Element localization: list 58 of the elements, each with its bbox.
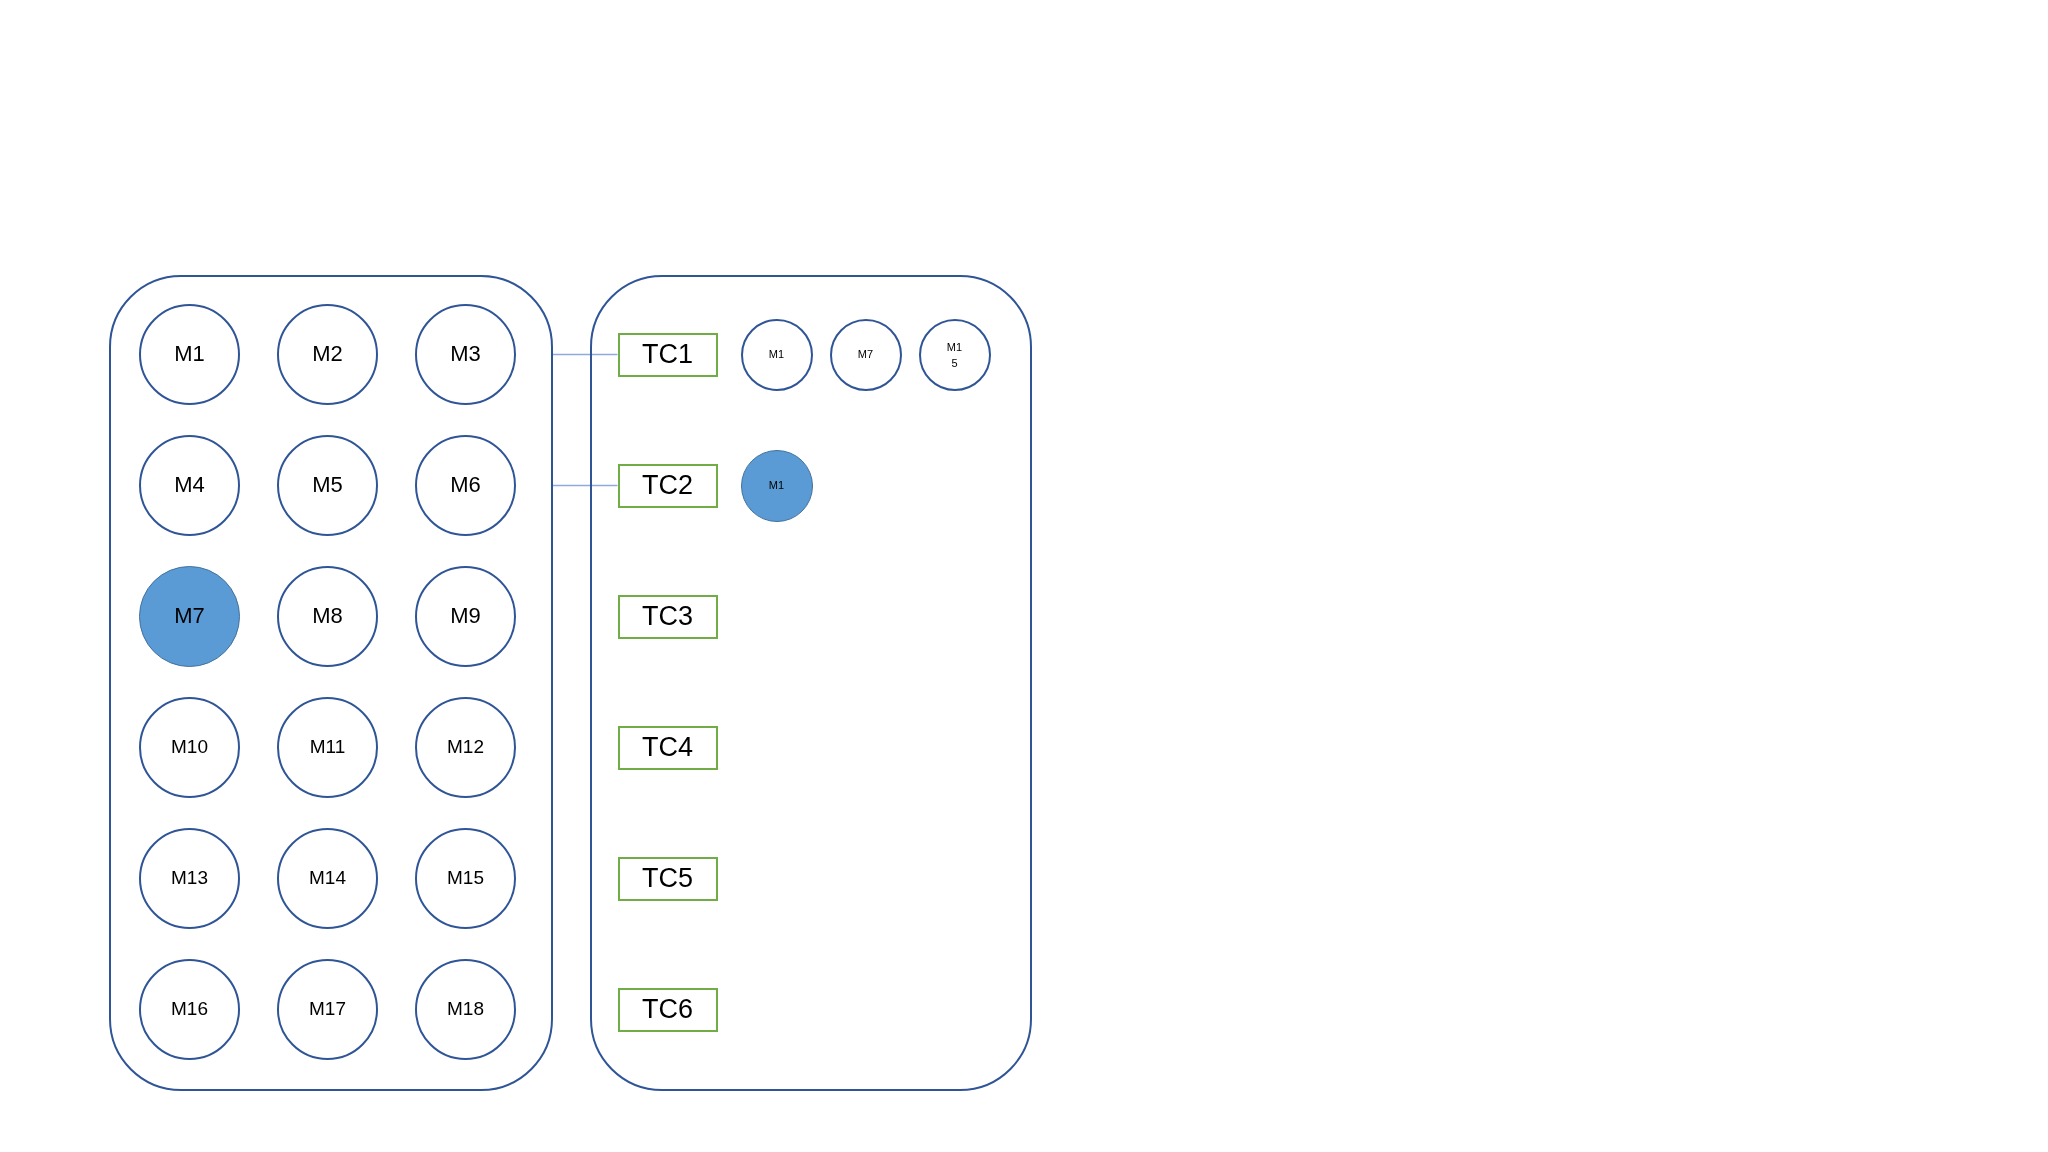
rect-node bbox=[617, 594, 718, 639]
circle-node bbox=[139, 697, 240, 798]
connector-line bbox=[552, 484, 619, 487]
node-label: M10 bbox=[171, 736, 208, 759]
connector-line bbox=[552, 353, 619, 356]
node-label: M16 bbox=[171, 998, 208, 1021]
circle-node bbox=[277, 697, 378, 798]
node-label: M1 bbox=[174, 341, 205, 368]
rect-node bbox=[617, 856, 718, 901]
circle-node bbox=[415, 304, 516, 405]
node-label: M12 bbox=[447, 736, 484, 759]
circle-node bbox=[139, 828, 240, 929]
node-label: M14 bbox=[309, 867, 346, 890]
rect-node bbox=[617, 725, 718, 770]
rect-node bbox=[617, 463, 718, 508]
circle-node bbox=[415, 435, 516, 536]
node-label: M1 bbox=[768, 347, 785, 362]
node-label: M7 bbox=[174, 603, 205, 630]
node-label: M9 bbox=[450, 603, 481, 630]
circle-node bbox=[277, 435, 378, 536]
circle-node bbox=[415, 697, 516, 798]
circle-node bbox=[415, 566, 516, 667]
node-label: TC2 bbox=[642, 469, 693, 502]
node-label: M5 bbox=[312, 472, 343, 499]
node-label: M15 bbox=[447, 867, 484, 890]
node-label: M7 bbox=[857, 347, 874, 362]
node-label: M15 bbox=[945, 339, 964, 371]
node-label: TC4 bbox=[642, 731, 693, 764]
node-label: M4 bbox=[174, 472, 205, 499]
node-label: M2 bbox=[312, 341, 343, 368]
rect-node bbox=[617, 987, 718, 1032]
node-label: M8 bbox=[312, 603, 343, 630]
circle-node bbox=[139, 959, 240, 1060]
circle-node bbox=[415, 959, 516, 1060]
node-label: M13 bbox=[171, 867, 208, 890]
node-label: M1 bbox=[768, 478, 785, 493]
circle-node bbox=[829, 318, 902, 391]
node-label: TC6 bbox=[642, 993, 693, 1026]
rounded-panel bbox=[590, 275, 1032, 1091]
node-label: TC3 bbox=[642, 600, 693, 633]
node-label: M6 bbox=[450, 472, 481, 499]
node-label: M18 bbox=[447, 998, 484, 1021]
node-label: TC5 bbox=[642, 862, 693, 895]
node-label: M3 bbox=[450, 341, 481, 368]
rect-node bbox=[617, 332, 718, 377]
circle-node bbox=[740, 318, 813, 391]
circle-node bbox=[918, 318, 991, 391]
circle-node bbox=[277, 959, 378, 1060]
node-label: M11 bbox=[309, 736, 346, 759]
node-label: TC1 bbox=[642, 338, 693, 371]
node-label: M17 bbox=[309, 998, 346, 1021]
circle-node bbox=[139, 304, 240, 405]
circle-node bbox=[277, 828, 378, 929]
circle-node bbox=[139, 435, 240, 536]
circle-node bbox=[415, 828, 516, 929]
rounded-panel bbox=[109, 275, 553, 1091]
circle-node bbox=[277, 566, 378, 667]
circle-node bbox=[277, 304, 378, 405]
